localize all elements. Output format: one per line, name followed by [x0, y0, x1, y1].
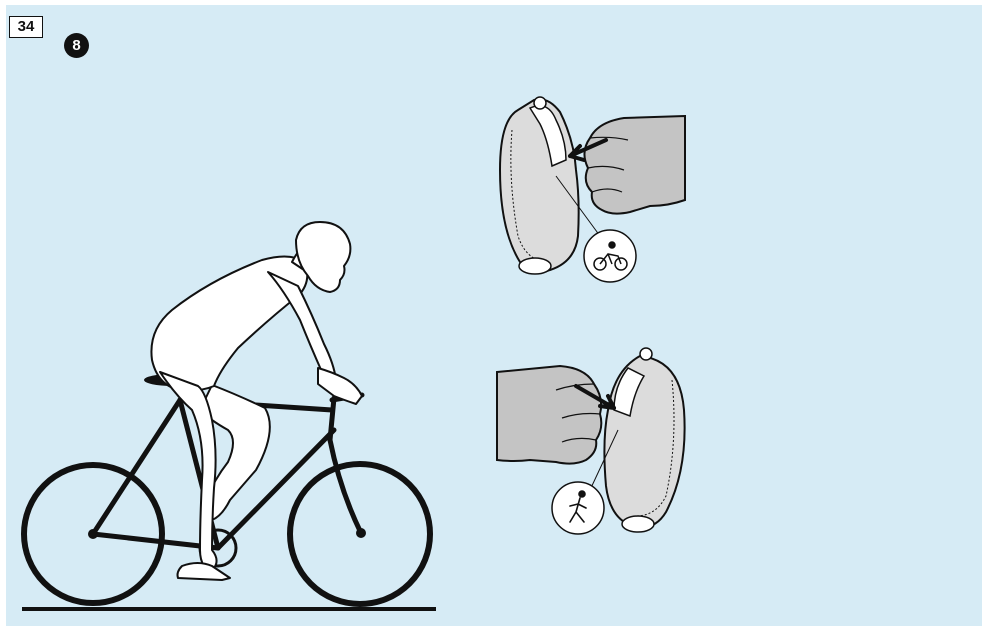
- device-run-mode-illustration: [497, 348, 685, 534]
- cyclist-illustration: [22, 222, 436, 609]
- device-bike-mode-illustration: [500, 97, 685, 282]
- hand-top: [584, 116, 685, 214]
- runner-icon: [552, 482, 604, 534]
- hand-bottom: [497, 366, 601, 464]
- bike-icon: [584, 230, 636, 282]
